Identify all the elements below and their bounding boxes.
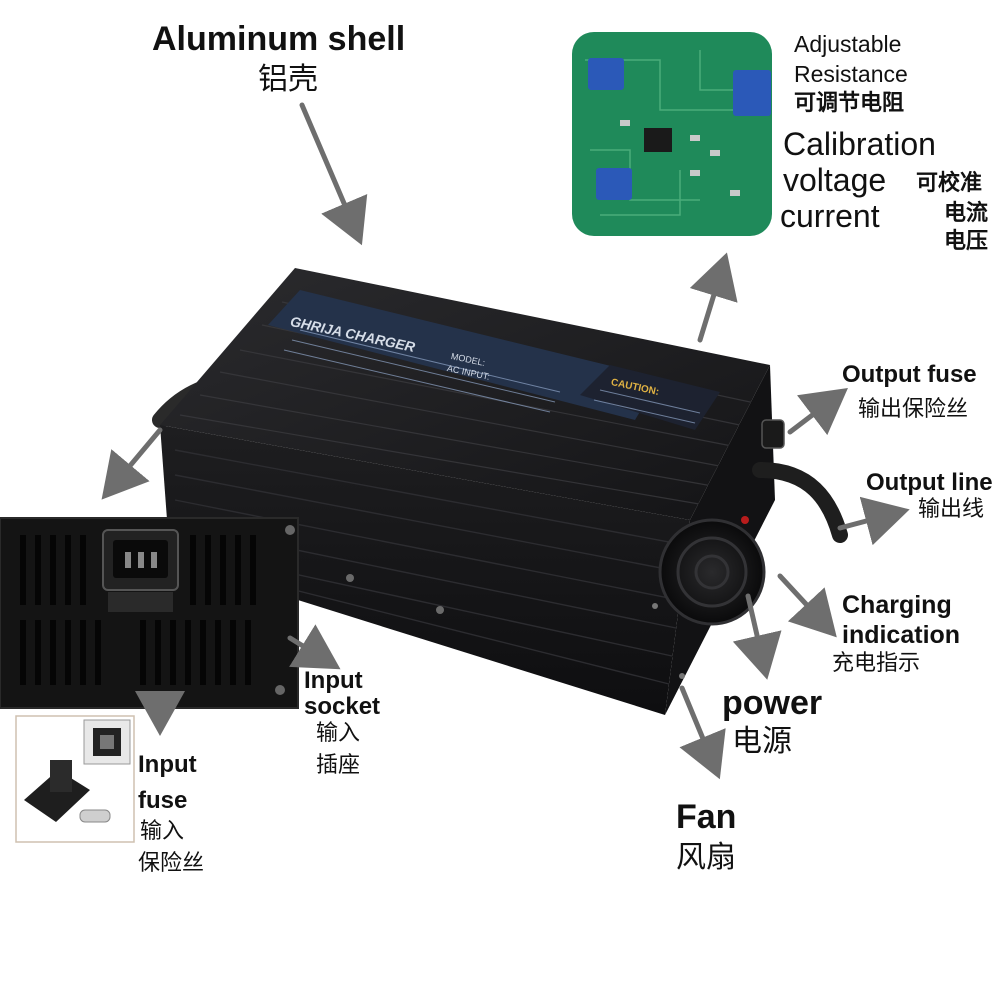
power-label-zh: 电源	[732, 724, 792, 759]
caution-panel	[580, 365, 720, 430]
calibration-label: Calibration	[783, 126, 936, 162]
output-cable	[752, 462, 848, 543]
input-socket-label-zh1: 输入	[316, 721, 361, 746]
charging-indication-label-zh: 充电指示	[832, 651, 921, 676]
socket-label: socket	[304, 693, 381, 720]
aluminum-shell-label: Aluminum shell	[152, 20, 406, 58]
input-fuse-label: Input	[138, 751, 197, 778]
output-fuse-knob	[761, 419, 785, 449]
output-line-label-zh: 输出线	[918, 497, 985, 522]
vent-slots	[20, 535, 256, 685]
fan-grille	[658, 518, 766, 626]
callout-arrows	[101, 102, 910, 780]
charging-label: Charging	[842, 591, 952, 619]
current-label-zh: 电流	[944, 201, 989, 226]
trim-potentiometer-right	[733, 70, 771, 116]
aluminum-shell-label-zh: 铝壳	[258, 62, 318, 97]
trim-potentiometer-bottom	[596, 168, 632, 200]
voltage-label-zh: 电压	[944, 229, 989, 254]
input-socket-label-zh2: 插座	[316, 753, 361, 778]
charging-led	[741, 516, 749, 524]
ic-chip	[644, 128, 672, 152]
output-fuse-label-zh: 输出保险丝	[858, 397, 969, 422]
fuse-label: fuse	[138, 787, 188, 814]
power-label: power	[722, 684, 823, 722]
current-label: current	[780, 198, 880, 234]
fan-label-zh: 风扇	[676, 840, 736, 875]
trim-potentiometer-top	[588, 58, 624, 90]
calibration-label-zh: 可校准	[916, 171, 983, 196]
input-fuse-label-zh2: 保险丝	[138, 851, 205, 876]
adjustable-label: Adjustable	[794, 31, 902, 57]
output-line-label: Output line	[866, 469, 993, 496]
indication-label: indication	[842, 621, 961, 649]
fan-label: Fan	[676, 798, 737, 836]
input-fuse-label-zh1: 输入	[140, 819, 185, 844]
input-socket-label: Input	[304, 667, 363, 694]
resistance-label: Resistance	[794, 61, 908, 87]
adjustable-resistance-label-zh: 可调节电阻	[794, 91, 905, 116]
output-fuse-label: Output fuse	[842, 361, 977, 388]
label-plate	[268, 290, 660, 420]
voltage-label: voltage	[783, 162, 887, 198]
